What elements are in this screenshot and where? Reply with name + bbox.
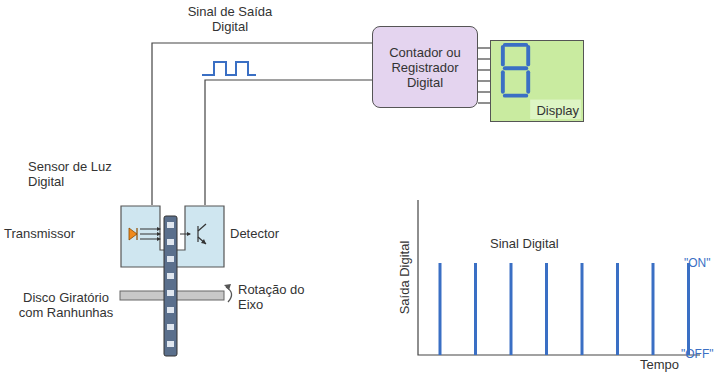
disk-slots bbox=[167, 222, 174, 347]
shaft bbox=[120, 291, 224, 300]
part-label: Detector bbox=[230, 226, 310, 241]
disk-slot bbox=[167, 239, 174, 245]
disk-slot bbox=[167, 290, 174, 296]
counter-box: Contador ou Registrador Digital bbox=[372, 26, 478, 108]
edge-label: Sinal de Saída Digital bbox=[170, 4, 290, 34]
pulse bbox=[510, 263, 513, 355]
segment bbox=[505, 94, 526, 98]
digital-pulses bbox=[440, 263, 689, 355]
sensor-housing bbox=[120, 205, 225, 268]
segment bbox=[501, 72, 505, 92]
display-label: Display bbox=[536, 103, 579, 118]
pulse bbox=[581, 263, 584, 355]
level-label: "ON" bbox=[684, 256, 726, 271]
slotted-disk bbox=[164, 216, 177, 356]
pulse bbox=[439, 263, 442, 355]
part-label: Transmissor bbox=[4, 226, 114, 241]
disk-slot bbox=[167, 324, 174, 330]
disk-slot bbox=[167, 273, 174, 279]
segment bbox=[526, 72, 530, 92]
light-sensor: Sensor de Luz Digital bbox=[120, 205, 225, 268]
pulse bbox=[616, 263, 619, 355]
segment bbox=[505, 43, 526, 47]
chart-title: Sinal Digital bbox=[490, 236, 600, 251]
pulse bbox=[545, 263, 548, 355]
display-box: Display bbox=[490, 40, 584, 122]
wire-connector bbox=[152, 43, 372, 205]
display-panel bbox=[530, 100, 581, 120]
pulse bbox=[687, 263, 690, 355]
segment bbox=[505, 66, 526, 70]
pulse-symbol bbox=[202, 62, 256, 75]
pulse bbox=[474, 263, 477, 355]
disk-slot bbox=[167, 307, 174, 313]
wire-connector bbox=[478, 48, 490, 103]
disk-slot bbox=[167, 222, 174, 228]
level-label: "OFF" bbox=[681, 347, 726, 362]
disk-slot bbox=[167, 341, 174, 347]
chart-axes bbox=[418, 200, 700, 355]
part-label: Disco Giratório com Ranhunhas bbox=[18, 290, 114, 320]
box-label: Contador ou Registrador Digital bbox=[377, 45, 473, 90]
axis-label: Saída Digital bbox=[397, 228, 412, 328]
pulse bbox=[652, 263, 655, 355]
arrow-head bbox=[224, 284, 231, 290]
axis-label: Tempo bbox=[640, 357, 690, 372]
housing-outline bbox=[121, 206, 224, 267]
sensor-heading: Sensor de Luz Digital bbox=[28, 159, 124, 189]
segment bbox=[526, 47, 530, 65]
part-label: Rotação do Eixo bbox=[238, 282, 308, 312]
segment bbox=[501, 47, 505, 65]
